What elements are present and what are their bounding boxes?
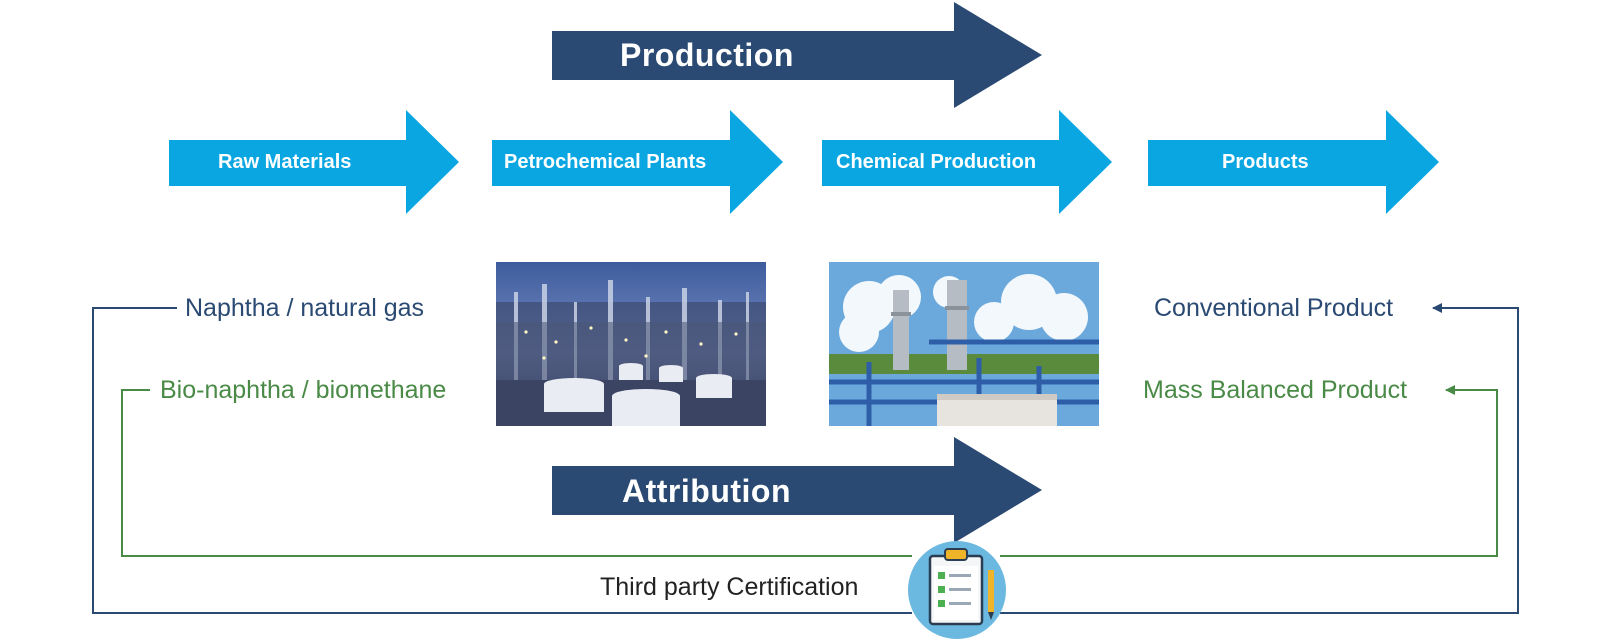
chemical-production-photo [829, 262, 1099, 426]
step-arrow-products [1148, 110, 1439, 214]
step-arrow-raw-materials [169, 110, 459, 214]
step-label-petrochemical-plants: Petrochemical Plants [504, 151, 707, 173]
attribution-arrow [552, 437, 1042, 543]
bio-flow-line [121, 389, 912, 557]
step-arrow-chemical-production [822, 110, 1112, 214]
production-label: Production [620, 37, 794, 73]
conventional-flow-line [92, 307, 912, 614]
petrochemical-plant-photo [496, 262, 766, 426]
clipboard-checklist-icon [908, 541, 1006, 639]
step-label-products: Products [1222, 151, 1309, 173]
step-label-raw-materials: Raw Materials [218, 151, 352, 173]
certification-label: Third party Certification [600, 573, 859, 601]
conventional-input-label: Naphtha / natural gas [185, 294, 425, 322]
step-label-chemical-production: Chemical Production [836, 151, 1037, 173]
attribution-label: Attribution [622, 473, 791, 509]
conventional-return-line [1000, 303, 1519, 614]
mass-balanced-product-label: Mass Balanced Product [1143, 376, 1408, 404]
bio-return-line [1000, 385, 1498, 557]
bio-input-label: Bio-naphtha / biomethane [160, 376, 447, 404]
conventional-product-label: Conventional Product [1154, 294, 1394, 322]
production-arrow [552, 2, 1042, 108]
step-arrow-petrochemical-plants [492, 110, 783, 214]
